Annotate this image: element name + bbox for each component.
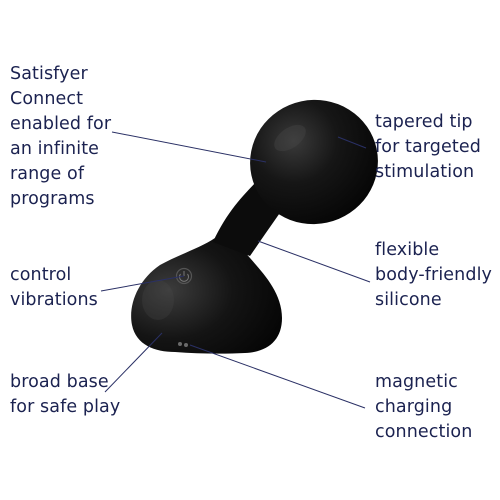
leader-line-charging [189, 344, 366, 409]
vibrator-base [131, 238, 282, 354]
vibrator-base-highlight [142, 280, 174, 320]
leader-line-silicone [257, 240, 371, 283]
callout-silicone-line: body-friendly [375, 265, 492, 285]
leader-line-tip [337, 136, 367, 149]
callout-base-line: broad base [10, 372, 109, 392]
vibrator-highlight [274, 124, 306, 152]
callout-connect-line: Connect [10, 89, 84, 109]
leader-line-connect [111, 131, 267, 163]
callout-tapered-tip: tapered tip for targeted stimulation [375, 110, 481, 185]
callout-tip-line: stimulation [375, 162, 475, 182]
callout-charging-line: charging [375, 397, 453, 417]
callout-silicone: flexible body-friendly silicone [375, 238, 492, 313]
callout-charging-line: magnetic [375, 372, 458, 392]
callout-tip-line: tapered tip [375, 112, 473, 132]
callout-base-line: for safe play [10, 397, 121, 417]
vibrator-head [250, 99, 378, 225]
callout-control-vibrations: control vibrations [10, 263, 98, 313]
callout-silicone-line: flexible [375, 240, 440, 260]
callout-connect-line: an infinite [10, 139, 100, 159]
callout-control-line: control [10, 265, 72, 285]
leader-line-base [104, 332, 163, 393]
charging-contacts [178, 342, 188, 347]
callout-charging-line: connection [375, 422, 473, 442]
callout-connect-line: enabled for [10, 114, 112, 134]
callout-control-line: vibrations [10, 290, 98, 310]
power-icon [175, 267, 193, 285]
callout-connect-line: programs [10, 189, 95, 209]
callout-magnetic-charging: magnetic charging connection [375, 370, 472, 445]
leader-line-control [100, 275, 185, 292]
callout-connect-line: Satisfyer [10, 64, 88, 84]
callout-connect-line: range of [10, 164, 85, 184]
callout-silicone-line: silicone [375, 290, 442, 310]
callout-broad-base: broad base for safe play [10, 370, 120, 420]
vibrator-body [131, 99, 378, 354]
callout-tip-line: for targeted [375, 137, 481, 157]
